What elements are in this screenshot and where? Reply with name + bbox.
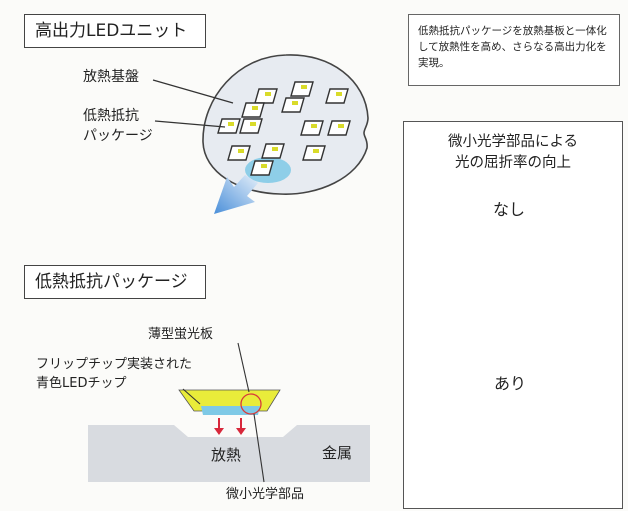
description-note: 低熱抵抗パッケージを放熱基板と一体化して放熱性を高め、さらなる高出力化を実現。 — [408, 14, 620, 86]
package-cross-section — [88, 342, 370, 483]
heat-arrow-icon — [214, 418, 246, 435]
led-unit-title: 高出力LEDユニット — [24, 14, 206, 48]
label-micro-optics: 微小光学部品 — [226, 487, 305, 502]
label-heat-dissipation: 放熱 — [211, 446, 242, 464]
label-without: なし — [493, 200, 526, 219]
label-metal: 金属 — [322, 444, 353, 462]
label-package: パッケージ — [83, 128, 153, 144]
label-heat-substrate: 放熱基盤 — [83, 69, 139, 85]
refraction-heading: 微小光学部品による 光の屈折率の向上 — [404, 132, 622, 174]
refraction-panel: 微小光学部品による 光の屈折率の向上 — [403, 121, 623, 509]
zoom-arrow-icon — [214, 175, 258, 214]
package-title: 低熱抵抗パッケージ — [24, 265, 206, 299]
label-blue-led-chip: 青色LEDチップ — [36, 376, 127, 391]
refraction-heading-line2: 光の屈折率の向上 — [455, 155, 571, 171]
description-text: 低熱抵抗パッケージを放熱基板と一体化して放熱性を高め、さらなる高出力化を実現。 — [418, 25, 607, 69]
label-low-thermal-resistance: 低熱抵抗 — [83, 108, 139, 124]
label-with: あり — [494, 374, 527, 393]
label-flip-chip: フリップチップ実装された — [36, 357, 193, 372]
label-thin-phosphor: 薄型蛍光板 — [148, 327, 214, 342]
refraction-heading-line1: 微小光学部品による — [447, 134, 579, 150]
chip-phosphor-dots — [228, 85, 344, 168]
led-leader-lines — [152, 79, 234, 128]
